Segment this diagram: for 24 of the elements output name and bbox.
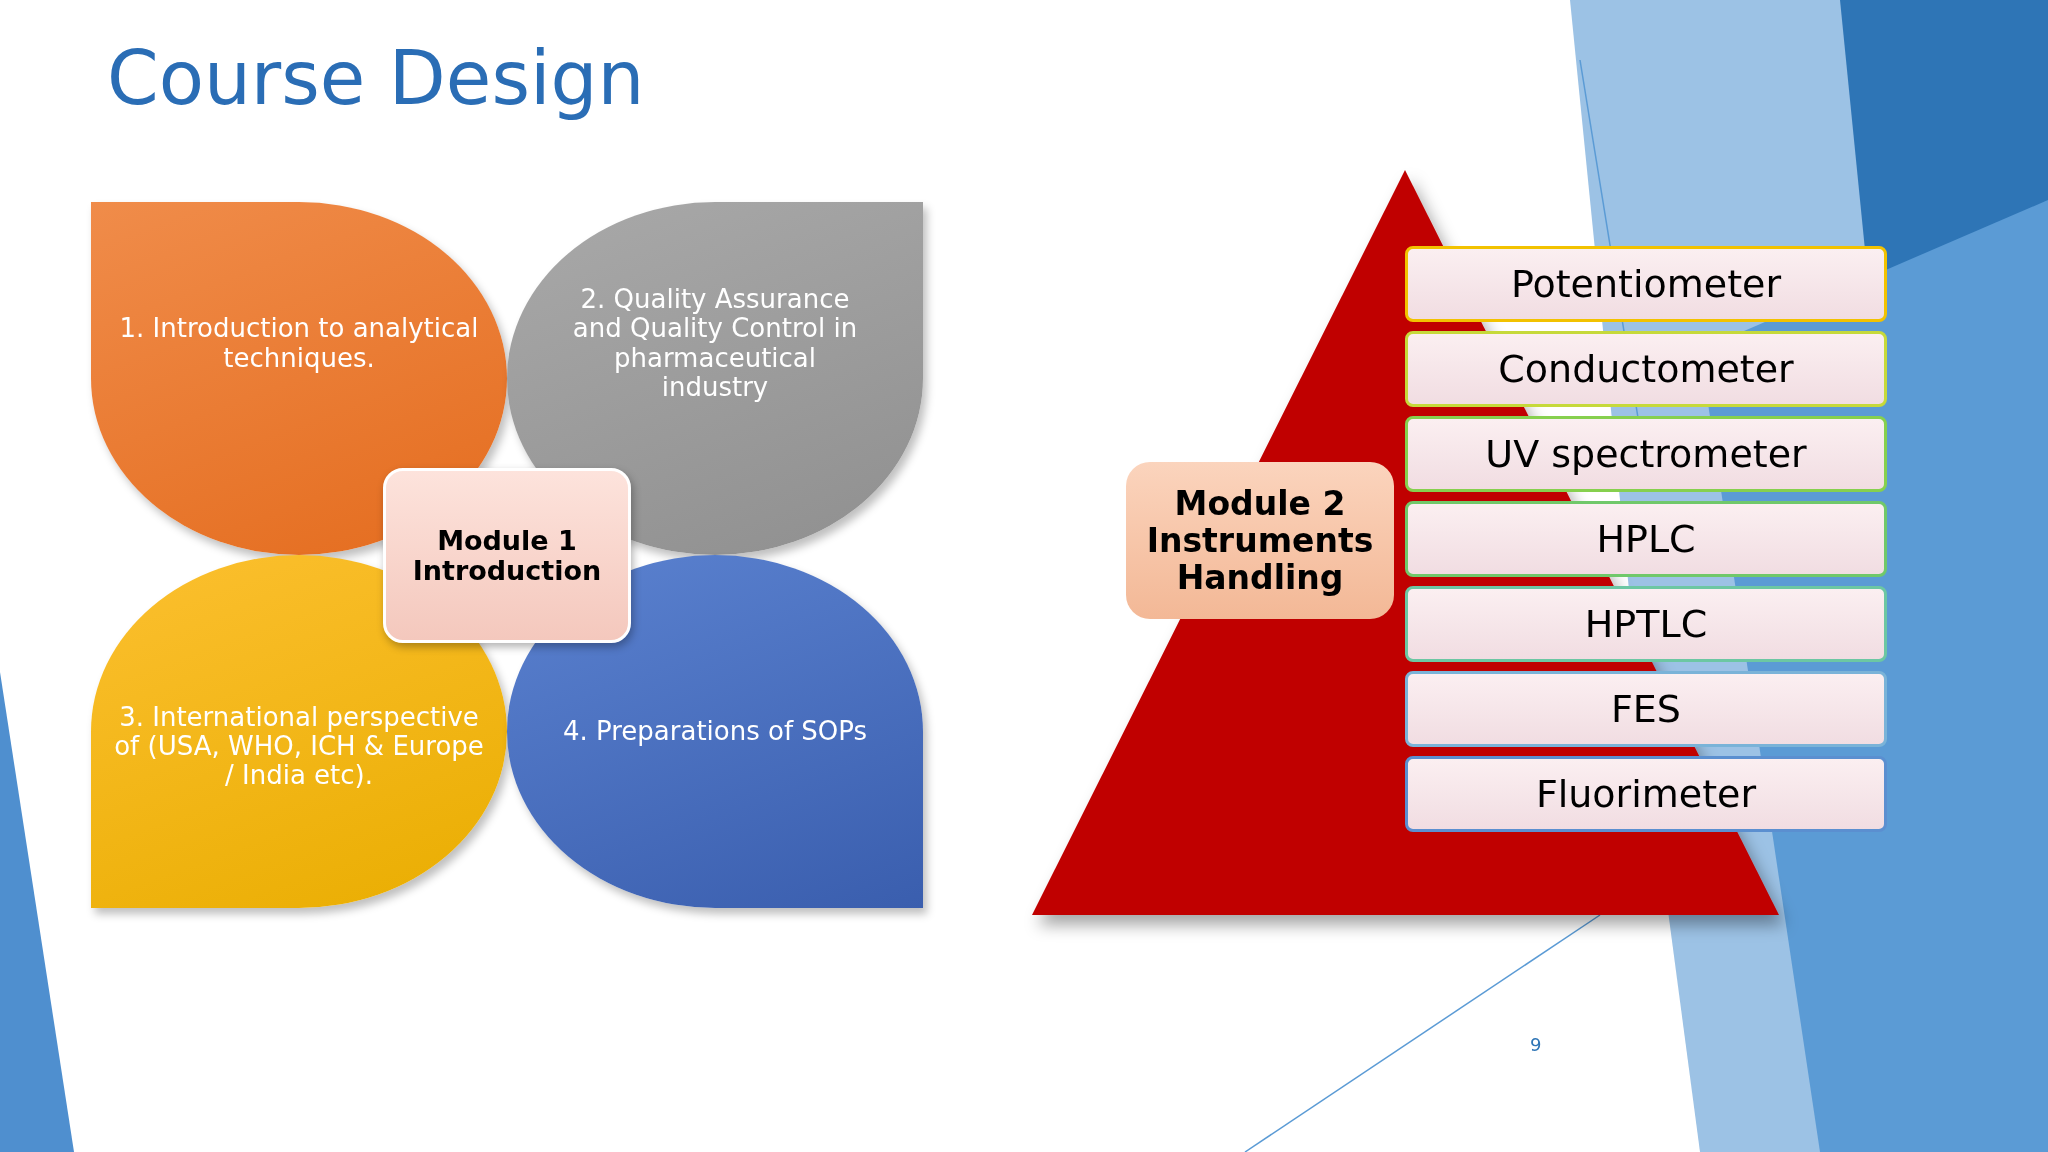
node-label: Potentiometer: [1510, 262, 1782, 306]
node-label: HPLC: [1596, 517, 1696, 561]
list-item-box: [1405, 501, 1887, 577]
slide-title: Course Design: [107, 35, 645, 121]
node-label: Fluorimeter: [1535, 772, 1757, 816]
node-label: Module 2 Instruments Handling: [1145, 484, 1375, 597]
list-item-box: [1405, 246, 1887, 322]
node-label: FES: [1611, 687, 1681, 731]
list-item-box: [1405, 671, 1887, 747]
node-label: 3. International perspective of (USA, WHO, ICH & Europe / India etc).: [113, 702, 485, 791]
module-box: [1126, 462, 1394, 619]
list-item-box: [1405, 586, 1887, 662]
node-label: 4. Preparations of SOPs: [562, 716, 868, 747]
list-item-box: [1405, 331, 1887, 407]
node-label: Module 1 Introduction: [411, 525, 603, 586]
node-label: Conductometer: [1498, 347, 1794, 391]
node-label: UV spectrometer: [1485, 432, 1807, 476]
module-box: [383, 468, 631, 643]
node-label: HPTLC: [1584, 602, 1708, 646]
list-item-box: [1405, 756, 1887, 832]
node-label: 2. Quality Assurance and Quality Control in pharmaceutical industry: [571, 285, 859, 402]
node-label: 1. Introduction to analytical techniques.: [118, 314, 480, 373]
list-item-box: [1405, 416, 1887, 492]
page-number: 9: [1530, 1034, 1542, 1055]
